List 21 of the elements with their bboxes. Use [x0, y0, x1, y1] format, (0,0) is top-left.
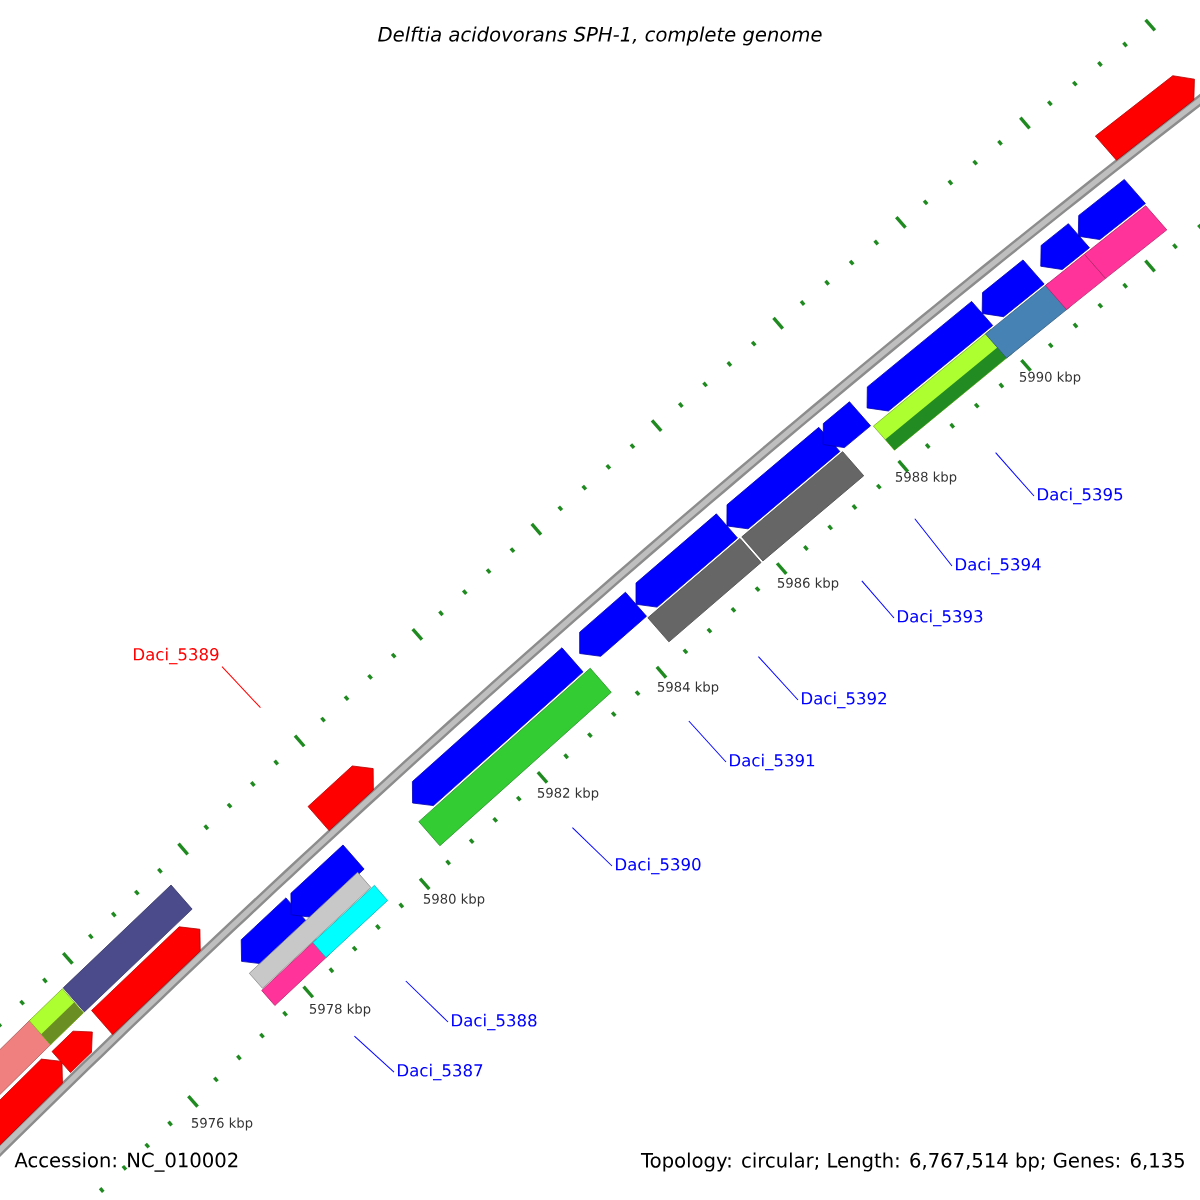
gene-label: Daci_5393: [898, 609, 983, 627]
leader-line: [995, 452, 1035, 497]
info-text: Topology: circular; Length: 6,767,514 bp; Genes: 6,135: [640, 1152, 1184, 1172]
gene-label: Daci_5391: [730, 753, 815, 771]
leader-line: [353, 1035, 395, 1073]
leader-line: [914, 518, 953, 567]
leader-line: [688, 720, 727, 763]
gene-label: Daci_5388: [452, 1013, 537, 1031]
gene-label: Daci_5389: [134, 647, 219, 665]
leader-line: [757, 656, 799, 701]
leader-line: [405, 980, 449, 1023]
gene-label: Daci_5390: [616, 857, 701, 875]
gene-label: Daci_5387: [398, 1063, 483, 1081]
gene-label: Daci_5394: [956, 557, 1041, 575]
gene-label: Daci_5395: [1038, 487, 1123, 505]
gene-label: Daci_5392: [802, 691, 886, 709]
leader-line: [861, 580, 895, 619]
title: Delftia acidovorans SPH-1, complete genome: [378, 26, 822, 46]
leader-line: [571, 827, 613, 867]
leader-line: [221, 666, 261, 709]
info-text: Accession: NC_010002: [14, 1152, 238, 1172]
